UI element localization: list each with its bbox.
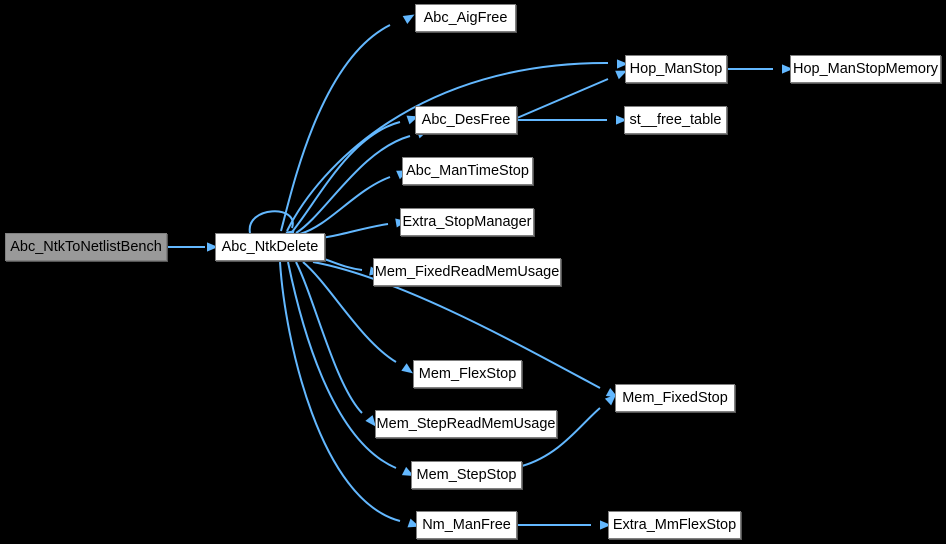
node-mem_fixedstop[interactable]: Mem_FixedStop xyxy=(615,384,735,412)
node-st__free_table[interactable]: st__free_table xyxy=(624,106,727,134)
node-nm_manfree[interactable]: Nm_ManFree xyxy=(416,511,517,539)
arrowhead-mem_stepstop-to-mem_fixedstop xyxy=(604,394,617,406)
arrowhead-abc_ntktonetlistbench-to-abc_ntkdelete xyxy=(207,242,218,252)
node-hop_manstop[interactable]: Hop_ManStop xyxy=(625,55,727,83)
arrowhead-abc_ntkdelete-to-mem_stepreadmemusage xyxy=(365,415,376,427)
arrowhead-abc_ntkdelete-to-mem_fixedstop xyxy=(605,387,618,398)
node-mem_stepreadmemusage[interactable]: Mem_StepReadMemUsage xyxy=(375,410,557,438)
node-mem_flexstop[interactable]: Mem_FlexStop xyxy=(413,360,522,388)
edge-abc_ntkdelete-to-abc_desfree xyxy=(295,135,411,234)
node-label: Abc_NtkToNetlistBench xyxy=(10,238,162,255)
node-hop_manstopmemory[interactable]: Hop_ManStopMemory xyxy=(790,55,941,83)
edge-mem_stepstop-to-mem_fixedstop xyxy=(521,407,601,467)
node-label: Nm_ManFree xyxy=(422,516,511,533)
edge-abc_ntkdelete-to-mem_stepstop xyxy=(287,261,397,469)
edge-abc_desfree-to-hop_manstop xyxy=(516,78,609,119)
node-label: Extra_MmFlexStop xyxy=(612,516,737,533)
node-label: Abc_AigFree xyxy=(423,9,508,26)
node-label: Abc_ManTimeStop xyxy=(406,162,529,179)
node-label: Abc_NtkDelete xyxy=(221,238,319,255)
node-label: Hop_ManStopMemory xyxy=(792,60,939,77)
edge-abc_ntkdelete-to-mem_flexstop xyxy=(302,261,397,363)
node-label: Extra_StopManager xyxy=(402,213,532,230)
arrowhead-abc_ntkdelete-to-hop_manstop xyxy=(616,59,628,69)
node-extra_stopmanager[interactable]: Extra_StopManager xyxy=(400,208,534,236)
node-label: Abc_DesFree xyxy=(421,111,511,128)
node-abc_aigfree[interactable]: Abc_AigFree xyxy=(415,4,516,32)
node-extra_mmflexstop[interactable]: Extra_MmFlexStop xyxy=(608,511,741,539)
edge-abc_ntkdelete-to-hop_manstop xyxy=(286,61,609,232)
arrowhead-abc_ntkdelete-to-mem_flexstop xyxy=(401,363,414,374)
arrowhead-nm_manfree-to-extra_mmflexstop xyxy=(600,520,611,530)
arrowhead-abc_ntkdelete-to-mem_stepstop xyxy=(401,466,414,477)
node-mem_fixedreadmemusage[interactable]: Mem_FixedReadMemUsage xyxy=(373,258,561,286)
node-label: Hop_ManStop xyxy=(629,60,723,77)
edge-abc_ntkdelete-to-abc_aigfree xyxy=(280,24,391,232)
arrowhead-hop_manstop-to-hop_manstopmemory xyxy=(782,64,793,74)
node-abc_ntkdelete[interactable]: Abc_NtkDelete xyxy=(215,233,325,261)
arrowhead-abc_desfree-to-hop_manstop xyxy=(615,70,628,80)
node-label: st__free_table xyxy=(629,111,722,128)
node-label: Mem_StepStop xyxy=(416,466,517,483)
node-label: Mem_FixedReadMemUsage xyxy=(374,263,560,280)
edge-abc_ntkdelete-to-abc_mantimestop xyxy=(299,176,391,235)
edge-abc_ntkdelete-to-mem_stepreadmemusage xyxy=(295,261,363,414)
node-label: Mem_StepReadMemUsage xyxy=(376,415,556,432)
node-abc_mantimestop[interactable]: Abc_ManTimeStop xyxy=(402,157,533,185)
node-mem_stepstop[interactable]: Mem_StepStop xyxy=(411,461,522,489)
node-abc_ntktonetlistbench[interactable]: Abc_NtkToNetlistBench xyxy=(5,233,167,261)
node-abc_desfree[interactable]: Abc_DesFree xyxy=(415,106,517,134)
node-label: Mem_FlexStop xyxy=(418,365,517,382)
arrowhead-abc_desfree-to-st__free_table xyxy=(616,115,627,125)
edge-abc_ntkdelete-to-abc_ntkdelete xyxy=(248,210,294,234)
edge-abc_ntkdelete-to-mem_fixedstop xyxy=(312,261,601,389)
node-label: Mem_FixedStop xyxy=(622,389,728,406)
arrowhead-abc_ntkdelete-to-abc_aigfree xyxy=(402,14,415,24)
edge-abc_ntkdelete-to-nm_manfree xyxy=(279,261,401,522)
edge-abc_ntkdelete-to-abc_desfree xyxy=(291,121,401,233)
